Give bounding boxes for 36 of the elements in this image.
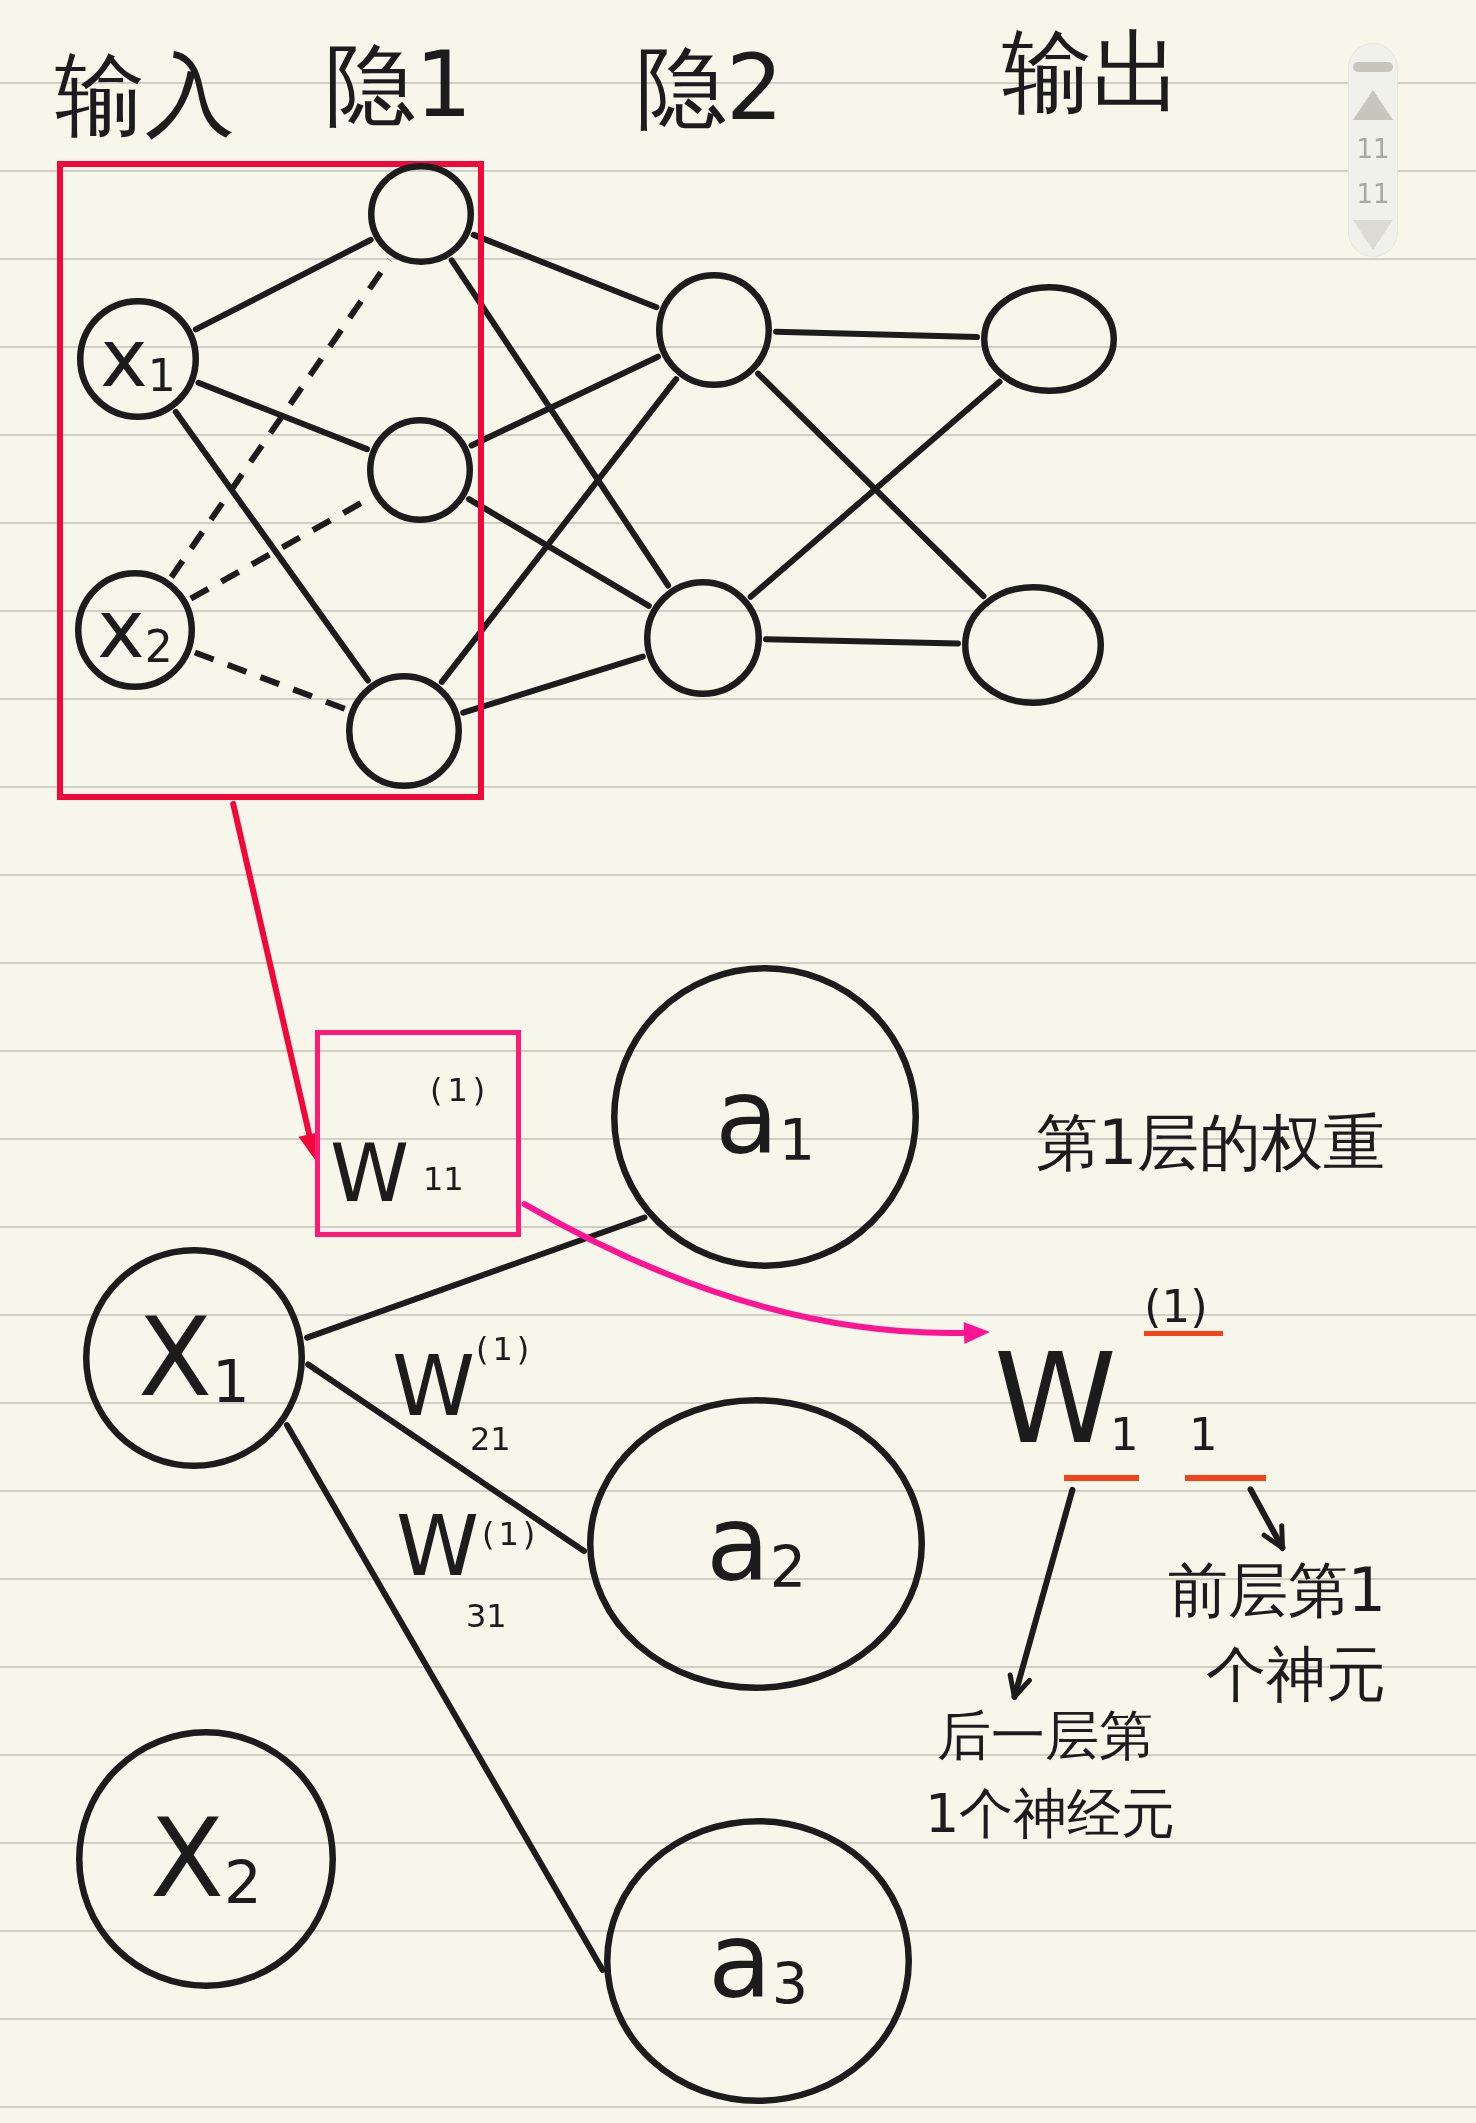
connection-line [470,231,660,311]
connection-line [283,1422,606,1973]
arrow [521,1201,990,1344]
connection-line [192,236,374,333]
arrow [1247,1486,1286,1551]
connection-line [460,653,646,716]
column-heading: 输入 [55,50,235,140]
connection-line [466,496,652,609]
connection-line [448,257,672,589]
neuron-circle [346,673,462,789]
connection-line [195,379,370,453]
page-number: 11 [1356,136,1390,162]
arrow [1007,1486,1076,1700]
neuron-circle [981,284,1117,394]
dashed-line [193,649,348,712]
neuron-circle: X$_{1}$ [83,1247,305,1469]
neuron-circle [644,579,762,697]
connection-line [468,353,661,449]
connection-line [172,408,371,684]
connection-line [773,328,980,341]
neuron-circle [368,163,474,265]
highlight-frame [57,161,484,800]
connection-line [763,636,961,647]
note: 第1层的权重 [1036,1112,1386,1174]
neuron-circle [367,417,473,523]
neuron-circle [656,272,772,388]
connection-line [438,376,680,685]
dashed-line [168,258,392,579]
column-heading: 隐1 [325,40,473,130]
page-number: 11 [1356,181,1390,207]
column-heading: 输出 [1002,27,1182,117]
column-heading: 隐2 [636,43,784,133]
connection-line [304,1214,648,1341]
neuron-circle: X$_{2}$ [76,1729,336,1989]
connection-line [305,1361,587,1555]
neuron-circle [962,584,1104,706]
